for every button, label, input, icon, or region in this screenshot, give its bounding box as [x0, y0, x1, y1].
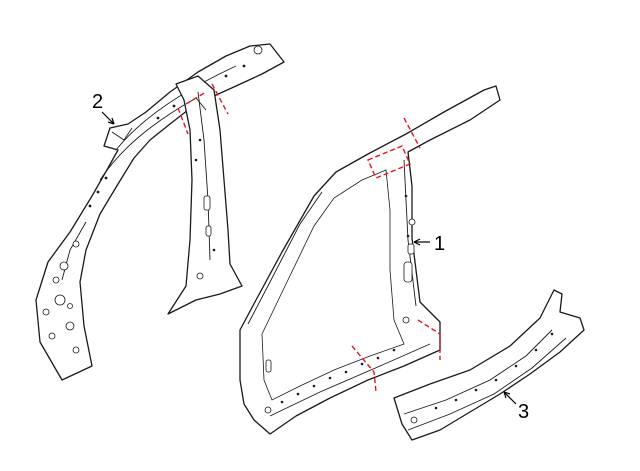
cut-line-upper-pillar: [367, 145, 411, 179]
cut-line-roof-2: [211, 83, 229, 115]
outer-body-side-part[interactable]: [239, 85, 501, 435]
cut-line-roof-1: [177, 107, 189, 135]
rocker-part[interactable]: [393, 289, 585, 441]
cut-line-roof-3: [185, 91, 207, 105]
cut-line-roof-rail: [403, 117, 421, 149]
callout-2: 2: [92, 91, 115, 125]
callout-number-2: 2: [92, 91, 103, 113]
callout-3: 3: [503, 391, 529, 423]
callout-1: 1: [413, 233, 445, 255]
callout-number-3: 3: [518, 401, 529, 423]
inner-b-pillar-part[interactable]: [167, 75, 243, 315]
cut-lines: [177, 83, 441, 393]
cut-line-rocker-front: [351, 345, 377, 393]
callout-number-1: 1: [434, 233, 445, 255]
cut-line-rocker-rear: [417, 319, 441, 360]
inner-pillar-part[interactable]: [35, 43, 285, 381]
